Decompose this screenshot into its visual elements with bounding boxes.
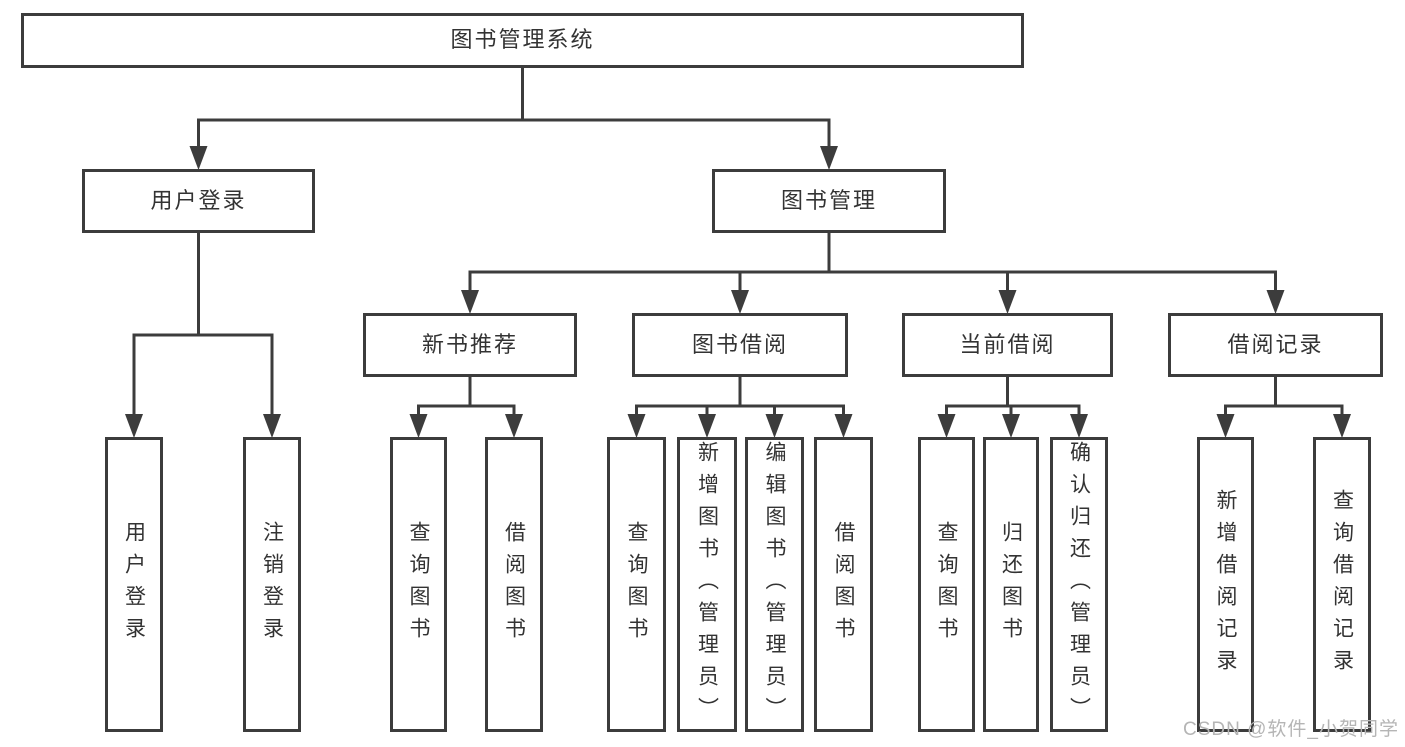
node-label: 借阅记录 — [1227, 331, 1324, 357]
node-label: 借阅图书 — [832, 520, 855, 649]
node-leaf-query-book-borrow: 查询图书 — [607, 437, 666, 732]
node-label: 确认归还（管理员） — [1067, 440, 1091, 729]
node-label: 图书管理 — [780, 187, 877, 213]
node-label: 新书推荐 — [421, 331, 518, 357]
node-label: 用户登录 — [122, 520, 146, 649]
node-label: 归还图书 — [999, 520, 1023, 649]
node-label: 注销登录 — [260, 520, 284, 649]
node-leaf-query-book-current: 查询图书 — [918, 437, 975, 732]
node-label: 查询借阅记录 — [1330, 488, 1354, 681]
node-borrow-records: 借阅记录 — [1168, 313, 1383, 377]
node-leaf-borrow-book: 借阅图书 — [814, 437, 873, 732]
node-label: 当前借阅 — [959, 331, 1056, 357]
node-leaf-user-login: 用户登录 — [105, 437, 163, 732]
node-label: 查询图书 — [407, 520, 430, 649]
node-label: 借阅图书 — [502, 520, 526, 649]
node-leaf-add-book: 新增图书（管理员） — [677, 437, 737, 732]
node-leaf-return-book: 归还图书 — [983, 437, 1039, 732]
node-user-login: 用户登录 — [82, 169, 315, 233]
node-label: 查询图书 — [935, 520, 958, 649]
node-label: 用户登录 — [150, 187, 247, 213]
node-new-book-rec: 新书推荐 — [363, 313, 577, 377]
node-label: 新增借阅记录 — [1214, 488, 1237, 681]
node-leaf-confirm-return: 确认归还（管理员） — [1050, 437, 1108, 732]
node-label: 图书管理系统 — [450, 27, 595, 53]
node-leaf-query-book-recommend: 查询图书 — [390, 437, 447, 732]
node-book-borrow: 图书借阅 — [632, 313, 848, 377]
node-leaf-add-borrow-record: 新增借阅记录 — [1197, 437, 1254, 732]
node-leaf-query-borrow-record: 查询借阅记录 — [1313, 437, 1371, 732]
node-leaf-borrow-book-recommend: 借阅图书 — [485, 437, 543, 732]
node-current-borrow: 当前借阅 — [902, 313, 1113, 377]
node-label: 查询图书 — [625, 520, 648, 649]
node-leaf-logout: 注销登录 — [243, 437, 301, 732]
node-label: 新增图书（管理员） — [695, 440, 719, 729]
watermark: CSDN @软件_小贺同学 — [1183, 719, 1399, 740]
node-root: 图书管理系统 — [21, 13, 1024, 68]
node-label: 编辑图书（管理员） — [763, 440, 786, 729]
node-leaf-edit-book: 编辑图书（管理员） — [745, 437, 804, 732]
node-book-mgmt: 图书管理 — [712, 169, 946, 233]
node-label: 图书借阅 — [691, 331, 788, 357]
